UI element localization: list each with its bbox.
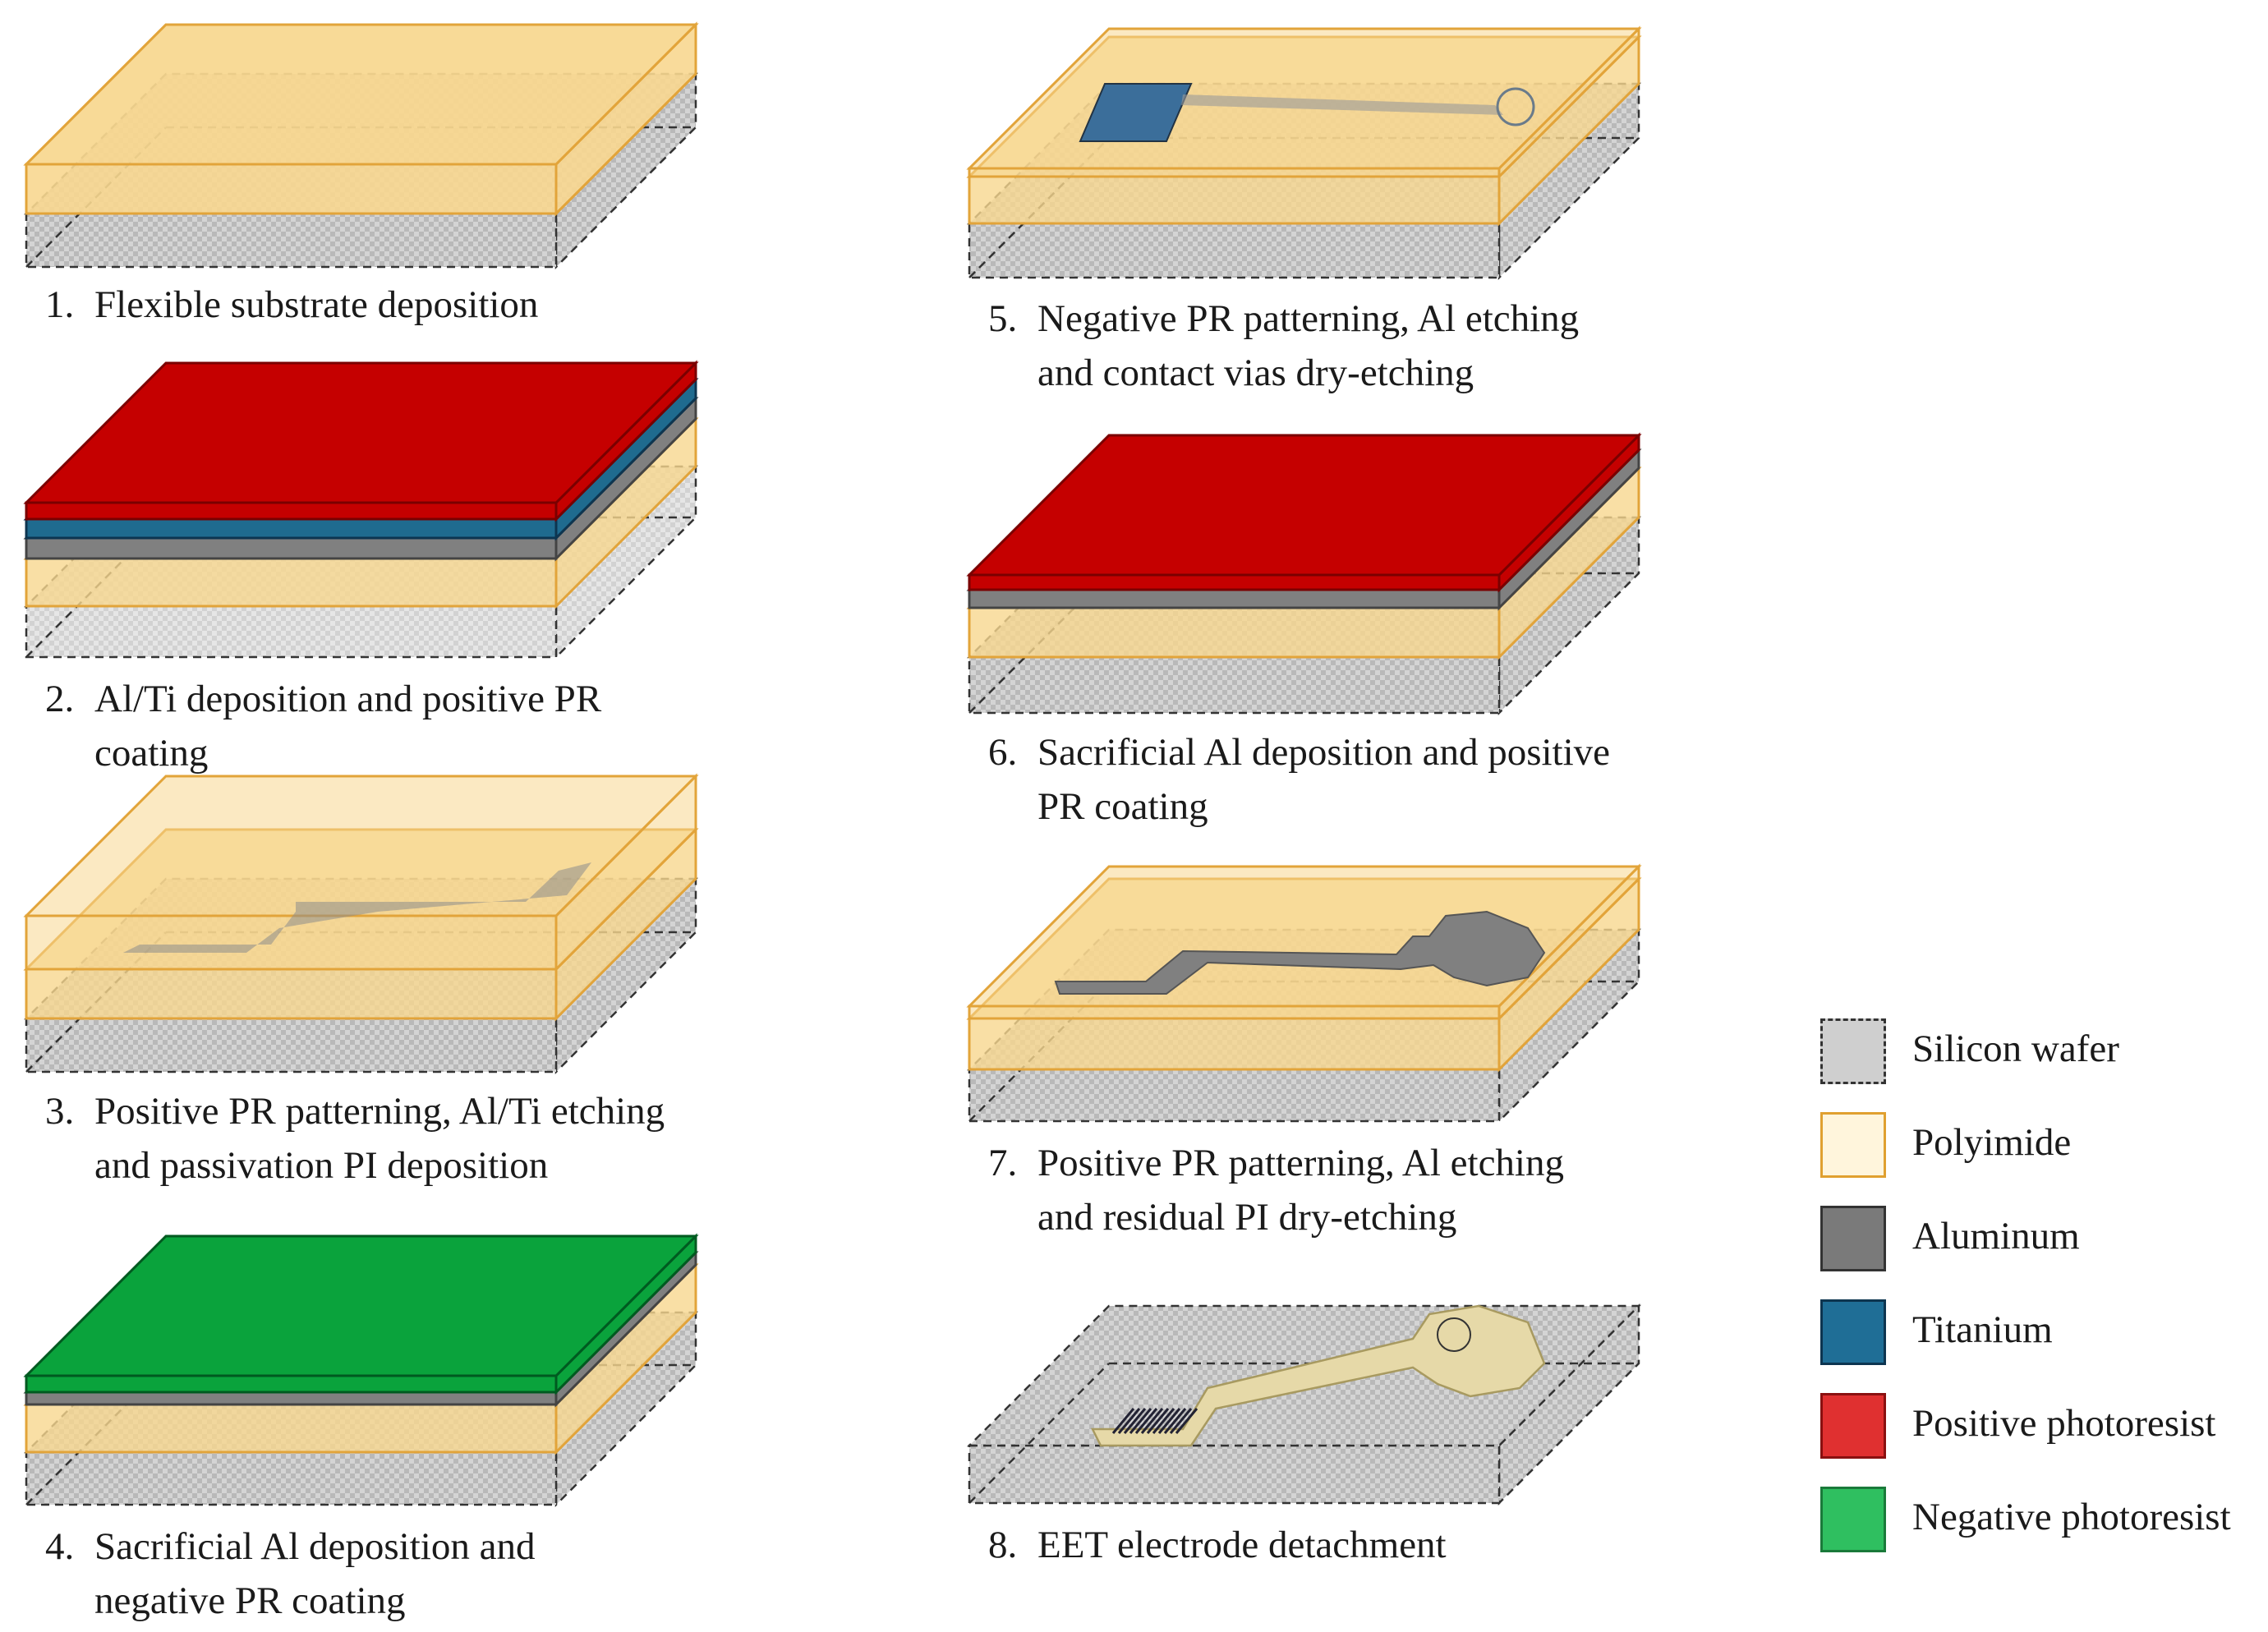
negative-photoresist-swatch	[1820, 1487, 1886, 1552]
comb-line	[1169, 1408, 1193, 1434]
legend-item-polyimide: Polyimide	[1820, 1112, 2268, 1183]
aluminum-layer-front	[25, 536, 558, 560]
comb-line	[1129, 1408, 1152, 1434]
contact-pad	[1079, 83, 1193, 142]
step-text: Sacrificial Al deposition and positive	[1037, 731, 1611, 774]
comb-line	[1146, 1408, 1170, 1434]
step-text: and passivation PI deposition	[94, 1144, 549, 1187]
step-3-block	[23, 773, 699, 1075]
silicon-wafer-front	[968, 655, 1501, 715]
aluminum-layer-front	[25, 1391, 558, 1406]
step-number: 5.	[988, 297, 1018, 340]
negative-pr-layer-top	[23, 1234, 699, 1377]
comb-line	[1140, 1408, 1164, 1434]
comb-line	[1117, 1408, 1141, 1434]
legend-label: Polyimide	[1912, 1121, 2072, 1164]
step-text: and contact vias dry-etching	[1037, 352, 1474, 394]
step-5-block	[966, 25, 1642, 281]
negative-pr-layer-front	[25, 1374, 558, 1394]
comb-line	[1134, 1408, 1158, 1434]
silicon-wafer-swatch	[1820, 1018, 1886, 1084]
step-text: Negative PR patterning, Al etching	[1037, 297, 1580, 340]
legend-item-positive-photoresist: Positive photoresist	[1820, 1393, 2268, 1464]
step-text: Al/Ti deposition and positive PR	[94, 678, 602, 720]
silicon-wafer-front	[968, 1444, 1501, 1505]
legend-label: Titanium	[1912, 1308, 2053, 1351]
silicon-wafer-front	[968, 222, 1501, 279]
step-number: 6.	[988, 731, 1018, 774]
polyimide-layer-front	[968, 1017, 1501, 1071]
comb-line	[1157, 1408, 1181, 1434]
positive-pr-layer-front	[25, 501, 558, 521]
step-2-block	[23, 360, 699, 660]
comb-line	[1152, 1408, 1175, 1434]
step-text: negative PR coating	[94, 1579, 406, 1622]
legend-item-silicon-wafer: Silicon wafer	[1820, 1018, 2268, 1089]
step-number: 2.	[45, 678, 75, 720]
contact-ring	[1437, 1317, 1471, 1352]
step-number: 4.	[45, 1525, 75, 1568]
polyimide-layer-front	[25, 968, 558, 1020]
aluminum-layer-front	[968, 588, 1501, 609]
polyimide-layer-front	[25, 1403, 558, 1454]
positive-pr-layer-top	[966, 434, 1642, 577]
silicon-wafer-front	[25, 212, 558, 269]
polyimide-layer-front	[25, 557, 558, 608]
step-1-block	[23, 21, 699, 270]
detached-electrode	[1090, 1304, 1546, 1447]
titanium-layer-front	[25, 517, 558, 540]
comb-line	[1111, 1408, 1135, 1434]
titanium-swatch	[1820, 1299, 1886, 1365]
step-text: Positive PR patterning, Al etching	[1037, 1142, 1564, 1184]
step-text: Flexible substrate deposition	[94, 283, 539, 326]
aluminum-swatch	[1820, 1206, 1886, 1271]
legend-label: Positive photoresist	[1912, 1402, 2216, 1445]
legend-label: Silicon wafer	[1912, 1027, 2119, 1070]
comb-line	[1163, 1408, 1187, 1434]
silicon-wafer-front	[25, 1450, 558, 1506]
legend-label: Negative photoresist	[1912, 1496, 2231, 1538]
hidden-edge	[968, 1363, 1110, 1504]
legend-item-negative-photoresist: Negative photoresist	[1820, 1487, 2268, 1557]
step-text: PR coating	[1037, 785, 1208, 828]
legend-item-aluminum: Aluminum	[1820, 1206, 2268, 1276]
aluminum-electrode	[1054, 910, 1546, 995]
positive-pr-layer-top	[23, 361, 699, 504]
silicon-wafer-front	[25, 1017, 558, 1073]
step-text: coating	[94, 732, 209, 775]
step-number: 1.	[45, 283, 75, 326]
silicon-wafer-front	[25, 605, 558, 659]
step-6-block	[966, 432, 1642, 716]
passivation-pi-layer-top	[23, 775, 699, 917]
positive-photoresist-swatch	[1820, 1393, 1886, 1459]
step-number: 8.	[988, 1524, 1018, 1566]
step-7-block	[966, 863, 1642, 1124]
step-number: 7.	[988, 1142, 1018, 1184]
step-4-block	[23, 1233, 699, 1508]
step-text: Sacrificial Al deposition and	[94, 1525, 536, 1568]
electrode-trace	[1181, 94, 1503, 115]
polyimide-layer-front	[968, 606, 1501, 659]
legend-item-titanium: Titanium	[1820, 1299, 2268, 1370]
legend-label: Aluminum	[1912, 1215, 2080, 1257]
step-8-block	[966, 1303, 1642, 1506]
via-ring	[1496, 87, 1535, 126]
step-text: EET electrode detachment	[1037, 1524, 1447, 1566]
polyimide-swatch	[1820, 1112, 1886, 1178]
polyimide-layer-front	[968, 175, 1501, 225]
step-number: 3.	[45, 1090, 75, 1133]
silicon-wafer-front	[968, 1068, 1501, 1123]
legend: Silicon wafer Polyimide Aluminum Titaniu…	[1820, 1018, 2264, 1561]
comb-line	[1123, 1408, 1147, 1434]
positive-pr-layer-front	[968, 573, 1501, 591]
step-text: Positive PR patterning, Al/Ti etching	[94, 1090, 665, 1133]
comb-line	[1175, 1408, 1198, 1434]
step-text: and residual PI dry-etching	[1037, 1196, 1457, 1239]
electrode-trace	[123, 862, 591, 953]
